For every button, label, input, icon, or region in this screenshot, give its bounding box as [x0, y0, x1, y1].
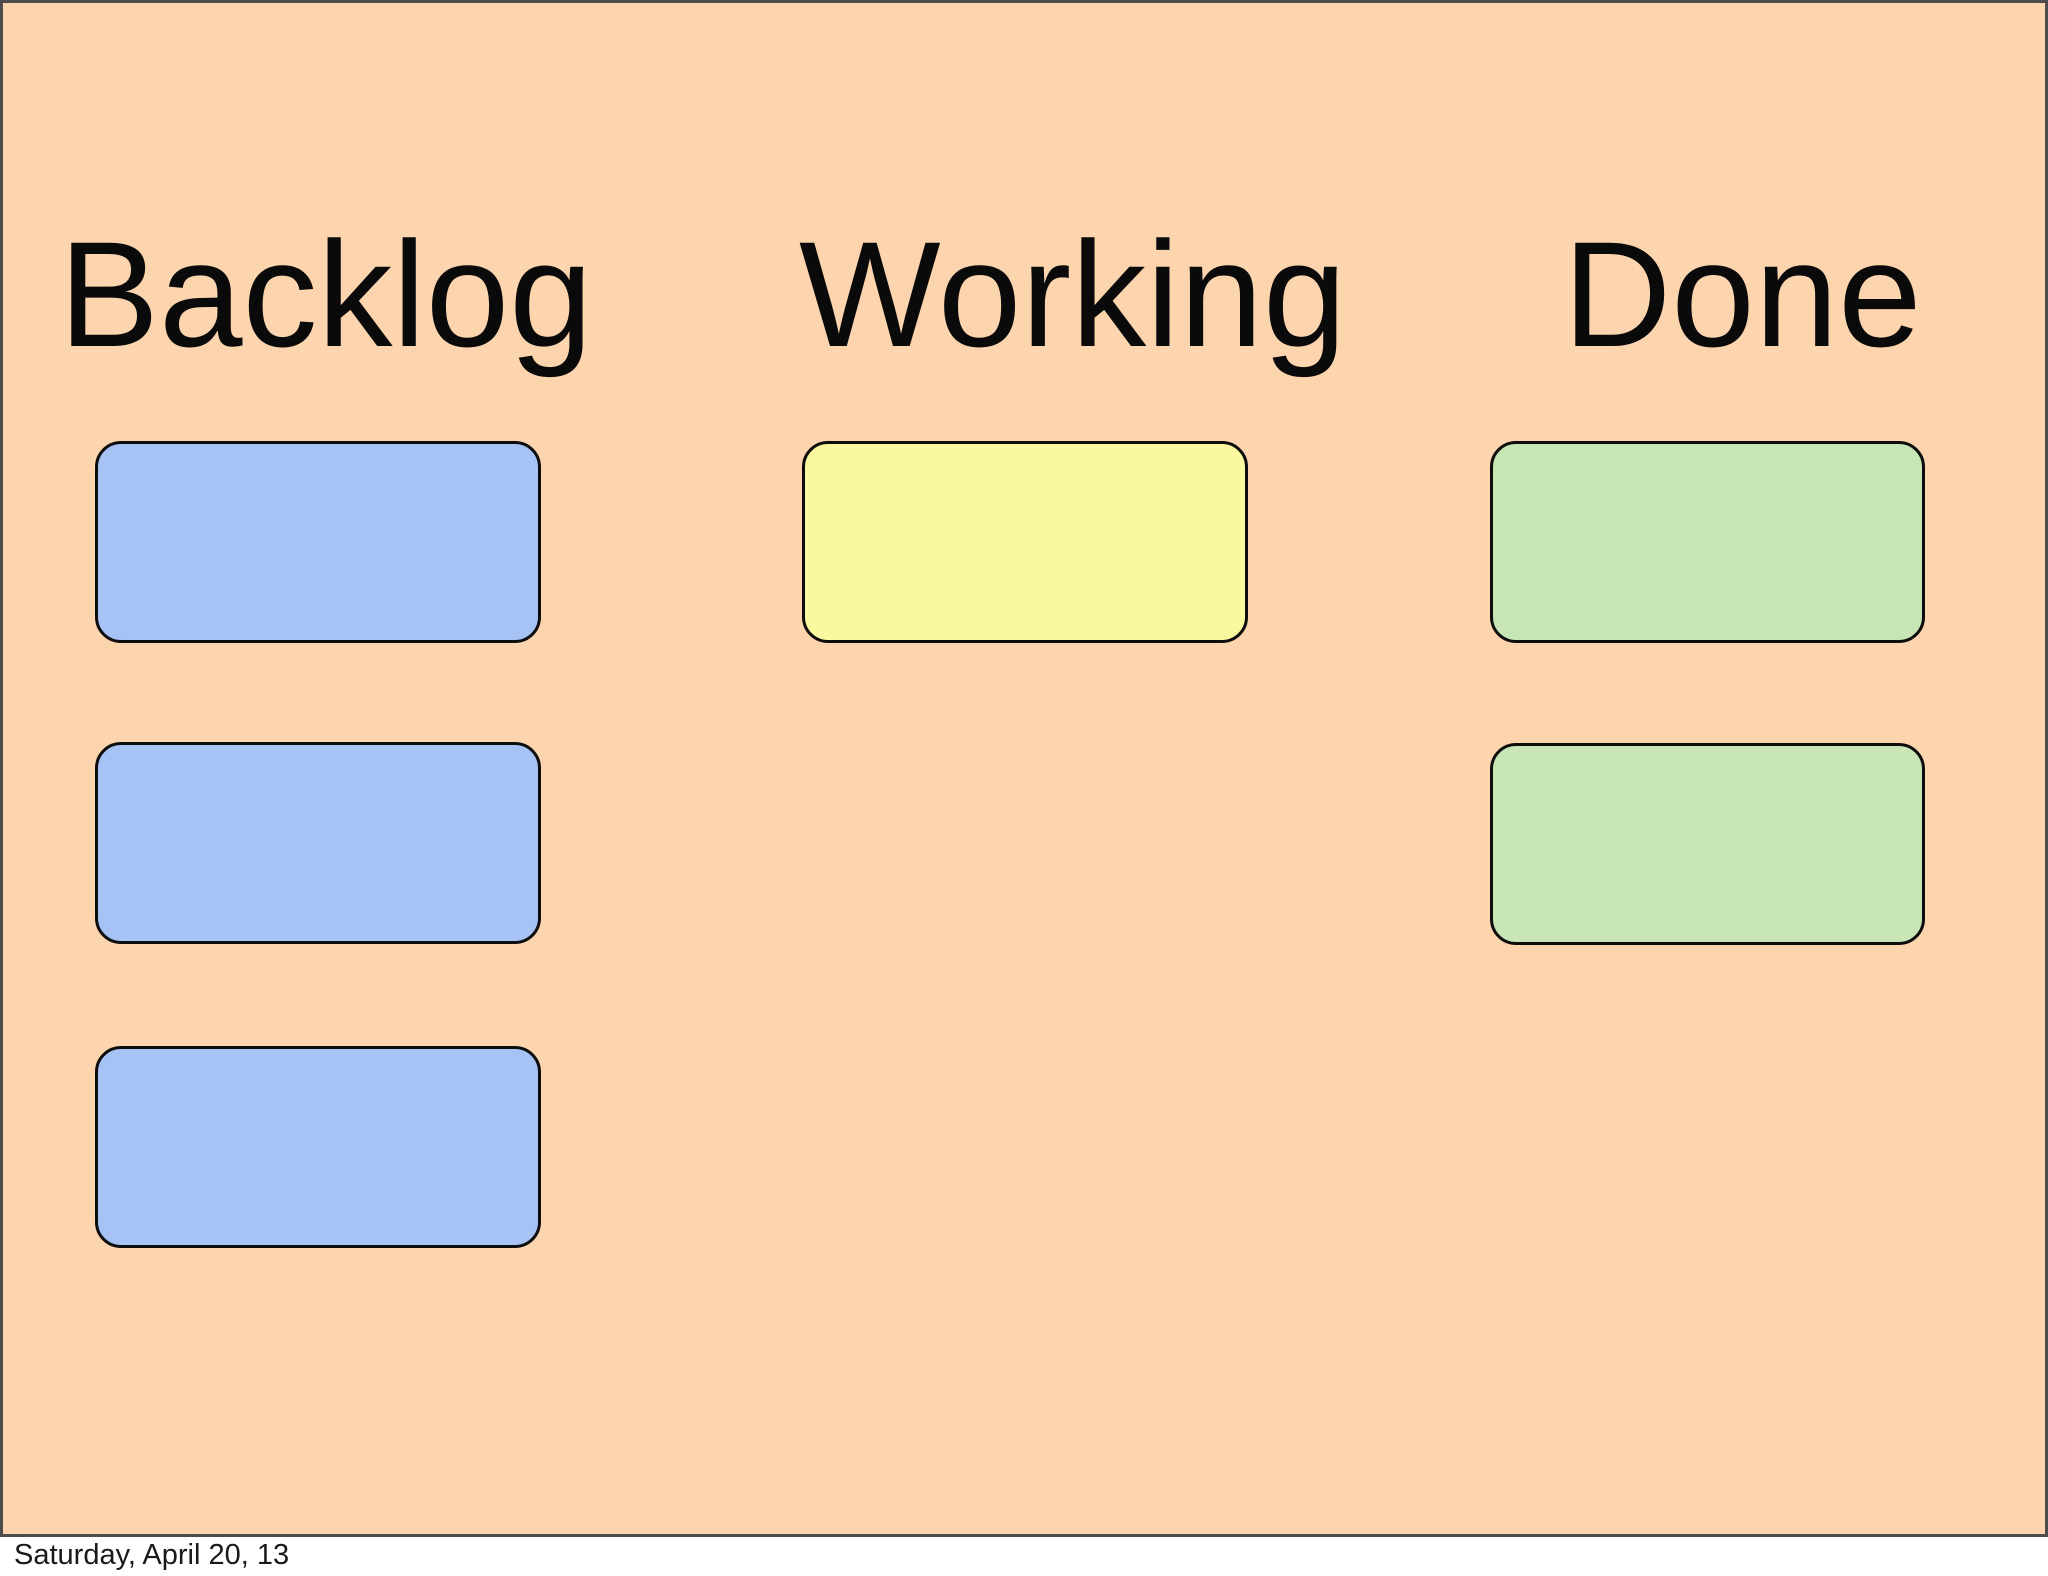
card-done-2[interactable] [1490, 743, 1925, 945]
slide-canvas: Backlog Working Done [0, 0, 2048, 1537]
card-backlog-1[interactable] [95, 441, 541, 643]
column-title-working: Working [799, 210, 1347, 378]
column-title-backlog: Backlog [59, 210, 593, 378]
slide-date-label: Saturday, April 20, 13 [14, 1539, 290, 1571]
card-working-1[interactable] [802, 441, 1248, 643]
card-backlog-2[interactable] [95, 742, 541, 944]
card-done-1[interactable] [1490, 441, 1925, 643]
column-title-done: Done [1563, 210, 1922, 378]
card-backlog-3[interactable] [95, 1046, 541, 1248]
